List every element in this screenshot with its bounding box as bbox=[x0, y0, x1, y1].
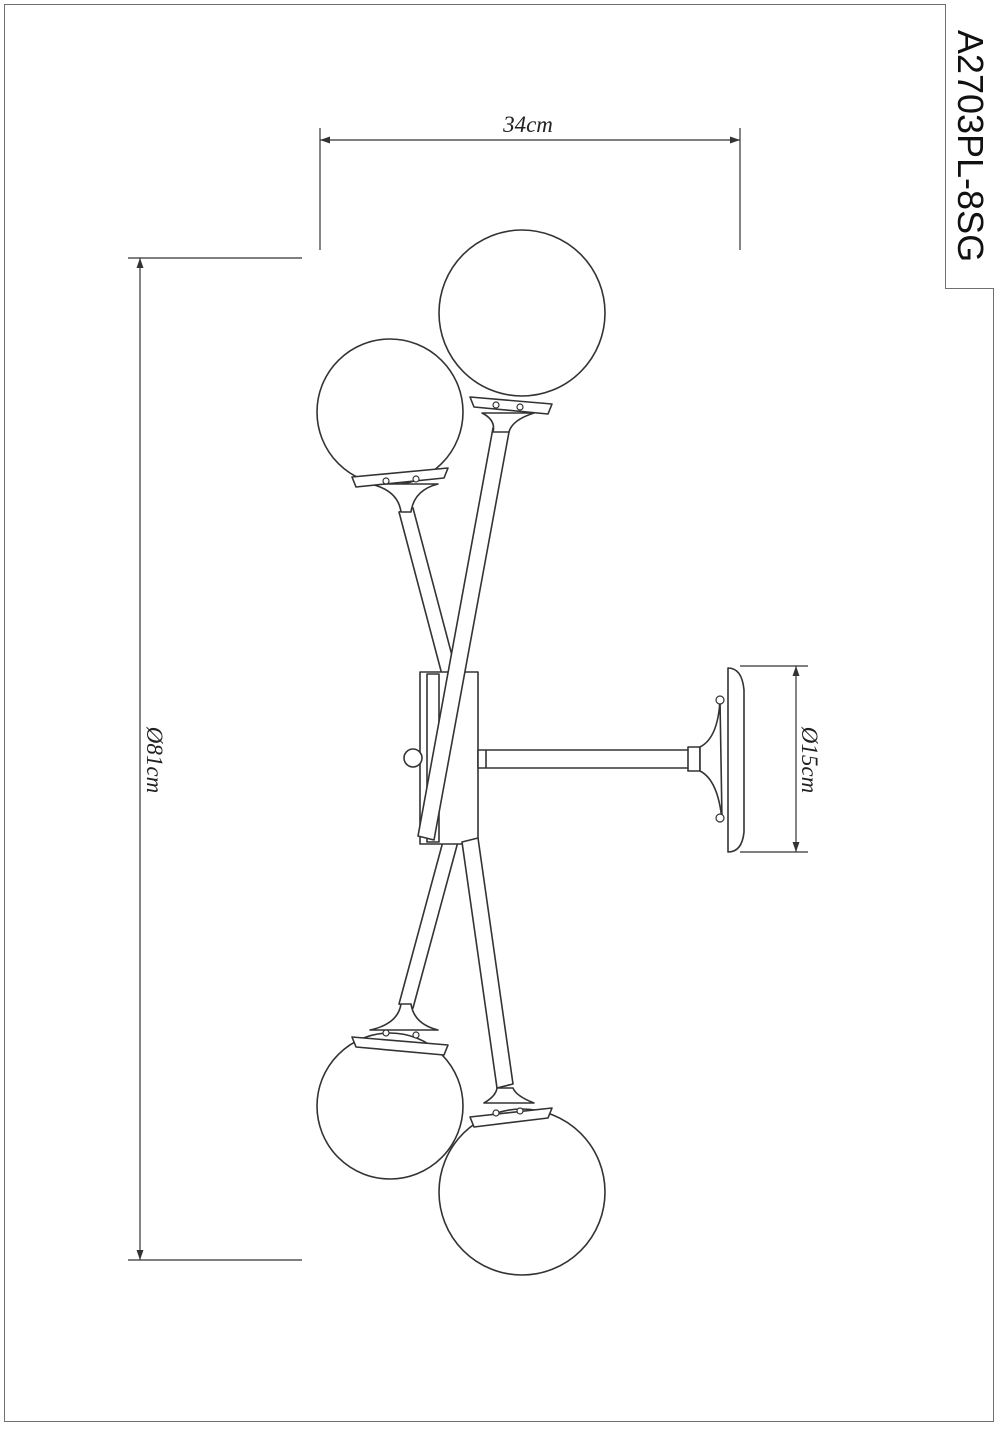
drawing-frame bbox=[4, 4, 994, 1422]
diameter-dimension-label: Ø81cm bbox=[142, 726, 167, 793]
socket-plate-lower-right bbox=[469, 1107, 553, 1128]
screws bbox=[382, 401, 725, 1117]
model-number: A2703PL-8SG bbox=[950, 29, 991, 263]
arm-lower-left bbox=[398, 833, 460, 1009]
rod-collar bbox=[687, 746, 701, 772]
globe-lower-left bbox=[316, 1032, 464, 1180]
socket-lower-left bbox=[369, 1003, 439, 1031]
socket-lower-right bbox=[483, 1087, 535, 1104]
socket-upper-right bbox=[481, 412, 535, 433]
canopy-dimension bbox=[740, 665, 808, 853]
hub-bolt bbox=[403, 748, 423, 768]
globe-upper-right bbox=[438, 229, 606, 397]
globe-upper-left bbox=[316, 338, 464, 486]
canopy-dimension-label: Ø15cm bbox=[797, 726, 822, 793]
socket-plate-upper-right bbox=[469, 396, 553, 415]
socket-upper-left bbox=[369, 483, 439, 513]
arm-lower-right bbox=[461, 837, 514, 1089]
mounting-rod bbox=[477, 749, 691, 769]
canopy-flare bbox=[699, 699, 723, 821]
socket-plate-upper-left bbox=[351, 467, 449, 488]
lamp-outline bbox=[316, 229, 745, 1276]
width-dimension-label: 34cm bbox=[502, 112, 553, 137]
diameter-dimension bbox=[128, 257, 302, 1261]
globe-lower-right bbox=[438, 1108, 606, 1276]
model-label-box: A2703PL-8SG bbox=[945, 4, 994, 289]
width-dimension bbox=[319, 128, 741, 250]
ceiling-canopy bbox=[727, 667, 745, 853]
socket-plate-lower-left bbox=[351, 1036, 449, 1056]
